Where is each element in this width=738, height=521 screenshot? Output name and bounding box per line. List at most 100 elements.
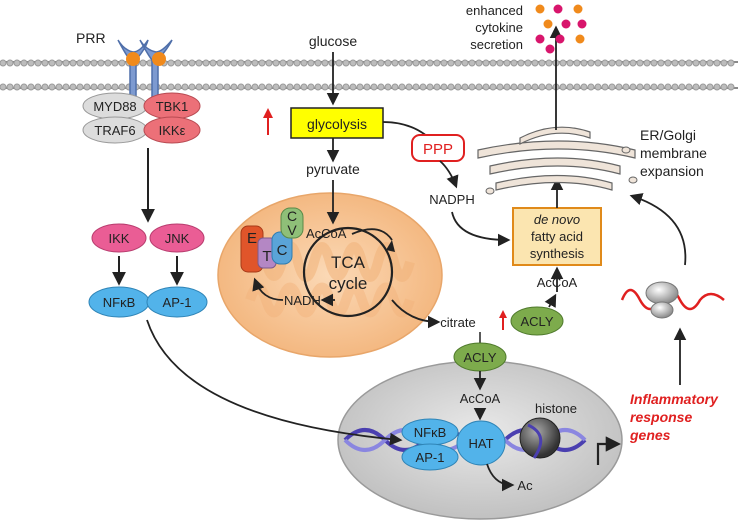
ikke-label: IKKε — [159, 123, 186, 138]
citrate-label: citrate — [440, 315, 475, 330]
lipid-head — [573, 59, 581, 67]
lipid-head — [195, 83, 203, 91]
cytokine-label-line3: secretion — [470, 37, 523, 52]
er-label-line1: ER/Golgi — [640, 127, 696, 143]
lipid-head — [426, 83, 434, 91]
lipid-head — [181, 59, 189, 67]
prr-label: PRR — [76, 30, 106, 46]
jnk-node: JNK — [149, 223, 205, 253]
lipid-head — [342, 59, 350, 67]
lipid-head — [237, 59, 245, 67]
lipid-head — [398, 59, 406, 67]
lipid-head — [216, 59, 224, 67]
lipid-head — [384, 59, 392, 67]
lipid-head — [720, 83, 728, 91]
lipid-head — [370, 59, 378, 67]
etc-c-label: C — [277, 242, 288, 259]
lipid-head — [629, 59, 637, 67]
lipid-head — [727, 83, 735, 91]
lipid-head — [517, 83, 525, 91]
lipid-head — [265, 59, 273, 67]
lipid-head — [454, 59, 462, 67]
lipid-head — [188, 83, 196, 91]
lipid-head — [503, 83, 511, 91]
traf6-node: TRAF6 — [82, 116, 148, 144]
lipid-head — [55, 59, 63, 67]
lipid-head — [0, 83, 7, 91]
lipid-head — [671, 83, 679, 91]
myd88-node: MYD88 — [82, 92, 148, 120]
lipid-head — [174, 59, 182, 67]
lipid-head — [321, 59, 329, 67]
lipid-head — [713, 83, 721, 91]
lipid-head — [286, 83, 294, 91]
lipid-head — [307, 83, 315, 91]
lipid-head — [629, 83, 637, 91]
lipid-head — [314, 59, 322, 67]
jnk-label: JNK — [165, 231, 190, 246]
arrow-nadh-to-etc — [252, 277, 284, 301]
lipid-head — [202, 83, 210, 91]
acly-cyto-label: ACLY — [521, 314, 554, 329]
etc-complex-c2 — [280, 207, 304, 239]
nfkb-nuc-node: NFκB — [401, 418, 459, 446]
lipid-head — [69, 59, 77, 67]
lipid-head — [706, 59, 714, 67]
lipid-head — [48, 83, 56, 91]
etc-t-label: T — [262, 248, 271, 265]
lipid-head — [461, 59, 469, 67]
traf6-label: TRAF6 — [94, 123, 135, 138]
ap1-nuc-node: AP-1 — [401, 443, 459, 471]
lipid-head — [622, 59, 630, 67]
lipid-head — [300, 83, 308, 91]
lipid-head — [412, 83, 420, 91]
lipid-head — [90, 59, 98, 67]
arrow-acoa-to-tca — [351, 228, 393, 241]
lipid-head — [314, 83, 322, 91]
lipid-head — [265, 83, 273, 91]
arrow-mrna-to-er — [629, 193, 687, 266]
lipid-head — [594, 59, 602, 67]
ppp-label: PPP — [423, 141, 453, 158]
lipid-head — [699, 83, 707, 91]
lipid-head — [328, 59, 336, 67]
lipid-head — [601, 59, 609, 67]
lipid-head — [41, 59, 49, 67]
lipid-head — [209, 59, 217, 67]
lipid-head — [664, 59, 672, 67]
lipid-head — [293, 83, 301, 91]
lipid-head — [251, 83, 259, 91]
lipid-head — [671, 59, 679, 67]
nfkb-node: NFκB — [88, 286, 150, 318]
lipid-head — [6, 83, 14, 91]
lipid-head — [468, 83, 476, 91]
cytokine-label-line1: enhanced — [466, 3, 523, 18]
tbk1-label: TBK1 — [156, 99, 189, 114]
arrow-hat-to-ac — [486, 463, 515, 492]
lipid-head — [524, 59, 532, 67]
lipid-head — [181, 83, 189, 91]
nfkb-nuc-label: NFκB — [414, 425, 447, 440]
lipid-head — [307, 59, 315, 67]
lipid-head — [496, 59, 504, 67]
arrow-tca-to-citrate — [391, 299, 441, 329]
lipid-head — [412, 59, 420, 67]
lipid-head — [615, 59, 623, 67]
lipid-head — [475, 83, 483, 91]
lipid-head — [531, 83, 539, 91]
lipid-head — [230, 59, 238, 67]
lipid-head — [244, 59, 252, 67]
arrow-tf-to-nucleus — [146, 319, 403, 446]
lipid-head — [727, 59, 735, 67]
lipid-head — [482, 83, 490, 91]
ikke-node: IKKε — [143, 116, 201, 144]
lipid-head — [335, 59, 343, 67]
etc-e-label: E — [247, 230, 257, 247]
lipid-head — [272, 59, 280, 67]
lipid-head — [650, 83, 658, 91]
acoa-nuc-label: AcCoA — [460, 391, 501, 406]
lipid-head — [279, 83, 287, 91]
lipid-head — [349, 83, 357, 91]
cytokine-label-line2: cytokine — [475, 20, 523, 35]
lipid-head — [279, 59, 287, 67]
